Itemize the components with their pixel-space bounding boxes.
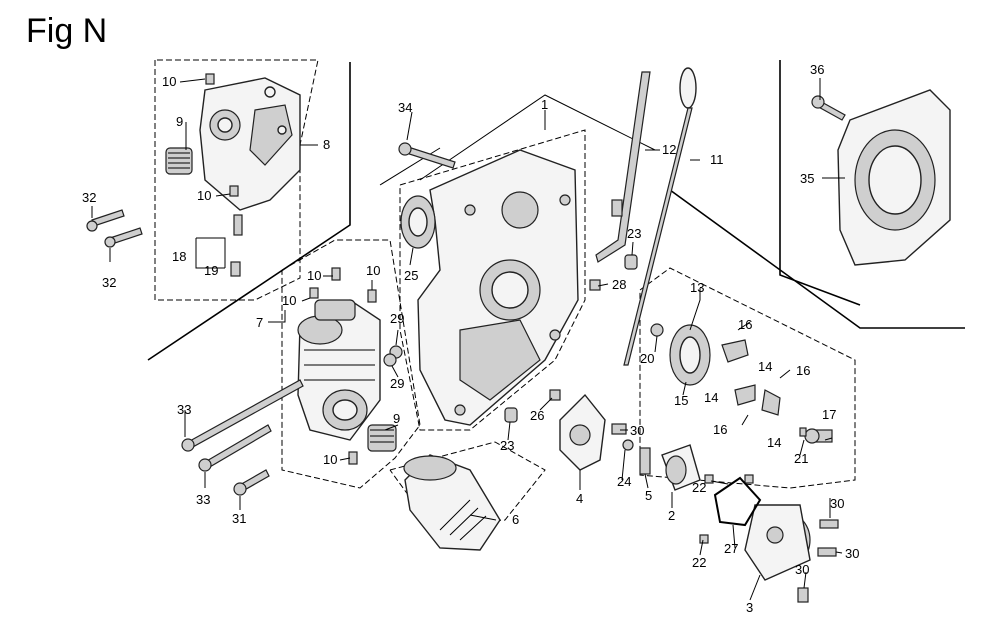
callout-35: 35 bbox=[800, 171, 814, 186]
callout-12: 12 bbox=[662, 142, 676, 157]
callout-17: 17 bbox=[822, 407, 836, 422]
callout-1: 1 bbox=[541, 97, 548, 112]
governor-cover-part bbox=[297, 299, 381, 441]
callout-9-lower: 9 bbox=[393, 411, 400, 426]
callout-19: 19 bbox=[204, 263, 218, 278]
callout-18: 18 bbox=[172, 249, 186, 264]
callout-10-top: 10 bbox=[162, 74, 176, 89]
callout-5: 5 bbox=[645, 488, 652, 503]
callout-33-a: 33 bbox=[177, 402, 191, 417]
oil-pump-housing-part bbox=[559, 393, 606, 471]
dipstick-part bbox=[623, 67, 697, 366]
callout-30-a: 30 bbox=[630, 423, 644, 438]
valve-small-parts bbox=[549, 389, 754, 544]
callout-32-a: 32 bbox=[82, 190, 96, 205]
callout-11: 11 bbox=[710, 152, 724, 167]
callout-10-cover-b: 10 bbox=[282, 293, 296, 308]
crankcase-cover-part bbox=[417, 149, 579, 426]
shaft-17-part bbox=[799, 427, 833, 444]
bolt-36-part bbox=[811, 95, 846, 121]
bolts-30 bbox=[797, 519, 839, 603]
callout-30-c: 30 bbox=[845, 546, 859, 561]
leader-lines bbox=[91, 78, 845, 601]
callout-7: 7 bbox=[256, 315, 263, 330]
callout-29-b: 29 bbox=[390, 376, 404, 391]
oil-filter-part bbox=[403, 454, 501, 551]
callout-32-b: 32 bbox=[102, 275, 116, 290]
bearing-housing-part bbox=[199, 77, 301, 211]
oil-seal-part bbox=[400, 195, 436, 249]
section-lines bbox=[147, 60, 965, 361]
gasket-part bbox=[713, 476, 762, 527]
callout-10-bottom: 10 bbox=[323, 452, 337, 467]
callout-14-b: 14 bbox=[704, 390, 718, 405]
callout-23-b: 23 bbox=[500, 438, 514, 453]
callout-23-a: 23 bbox=[627, 226, 641, 241]
spring-part bbox=[165, 147, 193, 175]
callout-30-d: 30 bbox=[795, 562, 809, 577]
callout-34: 34 bbox=[398, 100, 412, 115]
callout-20: 20 bbox=[640, 351, 654, 366]
callout-6: 6 bbox=[512, 512, 519, 527]
fan-shroud-part bbox=[837, 89, 951, 266]
callout-4: 4 bbox=[576, 491, 583, 506]
callout-27: 27 bbox=[724, 541, 738, 556]
bolt-34-part bbox=[398, 142, 456, 169]
washer-parts bbox=[309, 267, 403, 465]
callout-10-mid: 10 bbox=[197, 188, 211, 203]
callout-2: 2 bbox=[668, 508, 675, 523]
spring-part-2 bbox=[367, 424, 397, 452]
callout-14-a: 14 bbox=[758, 359, 772, 374]
callout-33-b: 33 bbox=[196, 492, 210, 507]
oil-filler-tube-part bbox=[595, 71, 651, 263]
callout-9-upper: 9 bbox=[176, 114, 183, 129]
callout-36: 36 bbox=[810, 62, 824, 77]
callout-30-b: 30 bbox=[830, 496, 844, 511]
callout-14-c: 14 bbox=[767, 435, 781, 450]
bolt-part bbox=[86, 209, 143, 248]
callout-3: 3 bbox=[746, 600, 753, 615]
small-screw-part bbox=[205, 73, 243, 277]
long-bolt-part bbox=[181, 379, 304, 496]
governor-weights-part bbox=[721, 321, 791, 426]
callout-16-a: 16 bbox=[738, 317, 752, 332]
callout-labels: 1 2 3 4 5 6 7 8 9 9 10 10 10 10 10 10 11… bbox=[82, 62, 859, 615]
callout-29-a: 29 bbox=[390, 311, 404, 326]
callout-13: 13 bbox=[690, 280, 704, 295]
callout-31: 31 bbox=[232, 511, 246, 526]
callout-16-b: 16 bbox=[796, 363, 810, 378]
callout-15: 15 bbox=[674, 393, 688, 408]
callout-22-a: 22 bbox=[692, 480, 706, 495]
small-parts-23-28 bbox=[504, 254, 638, 423]
oil-pump-gear-part bbox=[744, 504, 811, 581]
governor-gear-part bbox=[650, 323, 711, 386]
callout-16-c: 16 bbox=[713, 422, 727, 437]
callout-8: 8 bbox=[323, 137, 330, 152]
callout-10-cover-a: 10 bbox=[307, 268, 321, 283]
callout-26: 26 bbox=[530, 408, 544, 423]
callout-22-b: 22 bbox=[692, 555, 706, 570]
figure-title: Fig N bbox=[26, 12, 108, 50]
callout-25: 25 bbox=[404, 268, 418, 283]
callout-28: 28 bbox=[612, 277, 626, 292]
callout-10-cover-c: 10 bbox=[366, 263, 380, 278]
callout-24: 24 bbox=[617, 474, 631, 489]
callout-21: 21 bbox=[794, 451, 808, 466]
